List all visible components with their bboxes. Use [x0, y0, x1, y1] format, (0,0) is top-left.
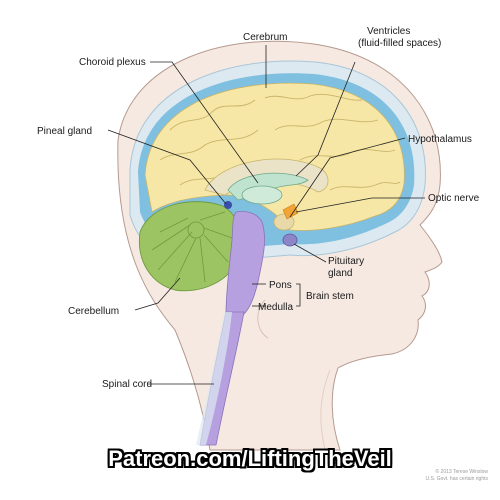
pituitary-shape: [282, 233, 298, 247]
brain-stem-shape: [225, 211, 265, 315]
label-pineal-gland: Pineal gland: [37, 126, 92, 137]
spinal-canal: [196, 312, 232, 445]
label-choroid-plexus: Choroid plexus: [79, 57, 146, 68]
label-ventricles: Ventricles: [367, 26, 410, 37]
ear-shape: [257, 299, 269, 339]
copyright-line-1: © 2013 Terese Winslow: [435, 469, 488, 475]
copyright-line-2: U.S. Govt. has certain rights: [425, 476, 488, 482]
label-pituitary-sub: gland: [328, 268, 352, 279]
pineal-shape: [224, 201, 232, 209]
label-pituitary: Pituitary: [328, 256, 364, 267]
optic-nerve-shape: [282, 203, 299, 220]
watermark-text: Patreon.com/LiftingTheVeil: [108, 446, 392, 471]
label-brain-stem: Brain stem: [306, 291, 354, 302]
copyright-notice: © 2013 Terese Winslow U.S. Govt. has cer…: [368, 469, 488, 483]
cerebrum-shape: [144, 82, 405, 231]
label-hypothalamus: Hypothalamus: [408, 134, 472, 145]
label-spinal-cord: Spinal cord: [102, 379, 152, 390]
leader-lines: [107, 45, 425, 385]
label-cerebellum: Cerebellum: [68, 306, 119, 317]
cerebellum-folds: [151, 211, 233, 283]
cerebrum-folds: [159, 93, 401, 191]
thalamus: [241, 185, 283, 205]
label-ventricles-sub: (fluid-filled spaces): [358, 38, 441, 49]
neck-shading: [320, 369, 331, 451]
label-optic-nerve: Optic nerve: [428, 193, 480, 204]
label-pons: Pons: [269, 280, 292, 291]
label-medulla: Medulla: [258, 302, 293, 313]
label-cerebrum: Cerebrum: [243, 32, 287, 43]
